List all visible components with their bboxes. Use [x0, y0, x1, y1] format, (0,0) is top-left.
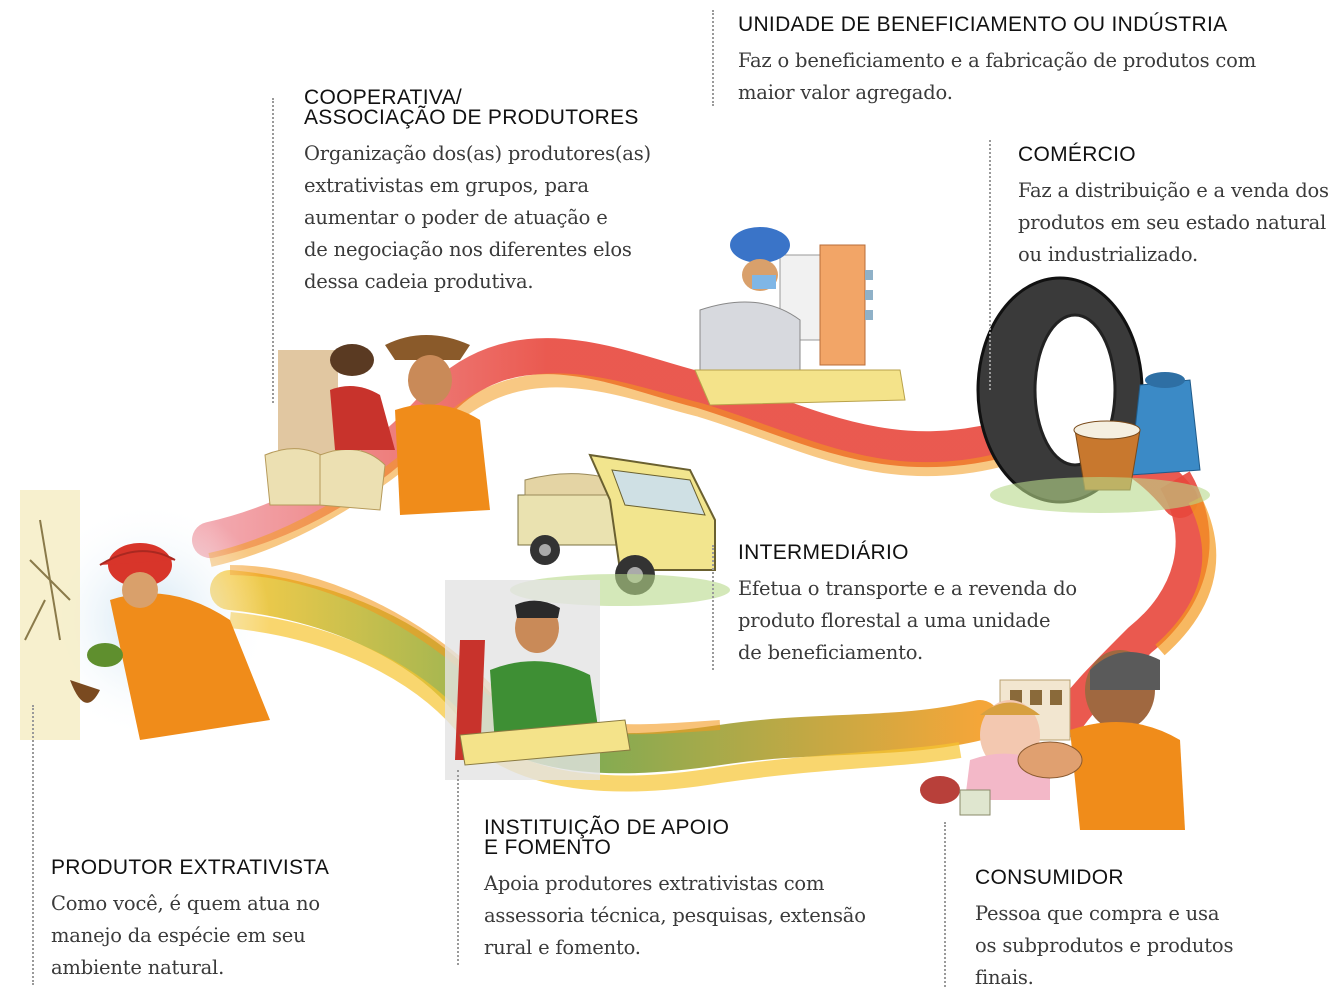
block-consumidor: CONSUMIDOR Pessoa que compra e usa os su…: [975, 866, 1295, 994]
instituicao-line-2: assessoria técnica, pesquisas, extensão: [484, 904, 866, 927]
cooperativa-title-line-2: ASSOCIAÇÃO DE PRODUTORES: [304, 106, 639, 129]
cooperativa-line-5: dessa cadeia produtiva.: [304, 270, 534, 293]
produtor-line-3: ambiente natural.: [51, 956, 225, 979]
block-unidade: UNIDADE DE BENEFICIAMENTO OU INDÚSTRIA F…: [738, 13, 1338, 109]
instituicao-title-line-1: INSTITUIÇÃO DE APOIO: [484, 816, 730, 839]
intermediario-line-3: de beneficiamento.: [738, 641, 924, 664]
unidade-line-2: maior valor agregado.: [738, 81, 953, 104]
comercio-line-2: produtos em seu estado natural: [1018, 211, 1327, 234]
instituicao-line-3: rural e fomento.: [484, 936, 641, 959]
produtor-title: PRODUTOR EXTRATIVISTA: [51, 856, 330, 879]
dotline-produtor: [32, 705, 34, 985]
intermediario-description: Efetua o transporte e a revenda do produ…: [738, 573, 1118, 669]
unidade-line-1: Faz o beneficiamento e a fabricação de p…: [738, 49, 1256, 72]
cooperativa-title-line-1: COOPERATIVA/: [304, 86, 463, 109]
produtor-line-1: Como você, é quem atua no: [51, 892, 320, 915]
instituicao-title: INSTITUIÇÃO DE APOIO E FOMENTO: [484, 816, 904, 859]
cooperativa-description: Organização dos(as) produtores(as) extra…: [304, 138, 684, 298]
consumidor-line-1: Pessoa que compra e usa: [975, 902, 1220, 925]
block-intermediario: INTERMEDIÁRIO Efetua o transporte e a re…: [738, 541, 1118, 669]
intermediario-line-2: produto florestal a uma unidade: [738, 609, 1051, 632]
comercio-description: Faz a distribuição e a venda dos produto…: [1018, 175, 1340, 271]
block-comercio: COMÉRCIO Faz a distribuição e a venda do…: [1018, 143, 1340, 271]
comercio-line-1: Faz a distribuição e a venda dos: [1018, 179, 1329, 202]
instituicao-description: Apoia produtores extrativistas com asses…: [484, 868, 904, 964]
block-produtor: PRODUTOR EXTRATIVISTA Como você, é quem …: [51, 856, 391, 984]
intermediario-title: INTERMEDIÁRIO: [738, 541, 909, 564]
block-instituicao: INSTITUIÇÃO DE APOIO E FOMENTO Apoia pro…: [484, 816, 904, 964]
dotline-consumidor: [944, 822, 946, 987]
comercio-title: COMÉRCIO: [1018, 143, 1136, 166]
consumidor-line-2: os subprodutos e produtos: [975, 934, 1234, 957]
consumidor-description: Pessoa que compra e usa os subprodutos e…: [975, 898, 1295, 994]
support-agent-illustration: [445, 580, 631, 780]
dotline-intermediario: [712, 545, 714, 670]
consumer-market-illustration: [920, 650, 1185, 830]
intermediario-line-1: Efetua o transporte e a revenda do: [738, 577, 1077, 600]
factory-worker-illustration: [694, 227, 906, 406]
produtor-line-2: manejo da espécie em seu: [51, 924, 306, 947]
block-cooperativa: COOPERATIVA/ ASSOCIAÇÃO DE PRODUTORES Or…: [304, 86, 684, 298]
dotline-unidade: [712, 10, 714, 106]
cooperativa-line-3: aumentar o poder de atuação e: [304, 206, 608, 229]
consumidor-line-3: finais.: [975, 966, 1034, 989]
cooperativa-title: COOPERATIVA/ ASSOCIAÇÃO DE PRODUTORES: [304, 86, 684, 129]
dotline-instituicao: [457, 770, 459, 965]
instituicao-title-line-2: E FOMENTO: [484, 836, 612, 859]
dotline-cooperativa: [272, 98, 274, 403]
dotline-comercio: [989, 140, 991, 390]
cooperativa-line-1: Organização dos(as) produtores(as): [304, 142, 651, 165]
rubber-tapper-illustration: [20, 490, 270, 740]
cooperativa-line-2: extrativistas em grupos, para: [304, 174, 589, 197]
cooperativa-line-4: de negociação nos diferentes elos: [304, 238, 632, 261]
produtor-description: Como você, é quem atua no manejo da espé…: [51, 888, 391, 984]
consumidor-title: CONSUMIDOR: [975, 866, 1124, 889]
cooperative-farmers-illustration: [264, 335, 490, 515]
instituicao-line-1: Apoia produtores extrativistas com: [484, 872, 825, 895]
right-flow-band: [1045, 471, 1210, 740]
unidade-description: Faz o beneficiamento e a fabricação de p…: [738, 45, 1338, 109]
unidade-title: UNIDADE DE BENEFICIAMENTO OU INDÚSTRIA: [738, 13, 1228, 36]
tire-and-buckets-illustration: [976, 276, 1210, 513]
comercio-line-3: ou industrializado.: [1018, 243, 1199, 266]
